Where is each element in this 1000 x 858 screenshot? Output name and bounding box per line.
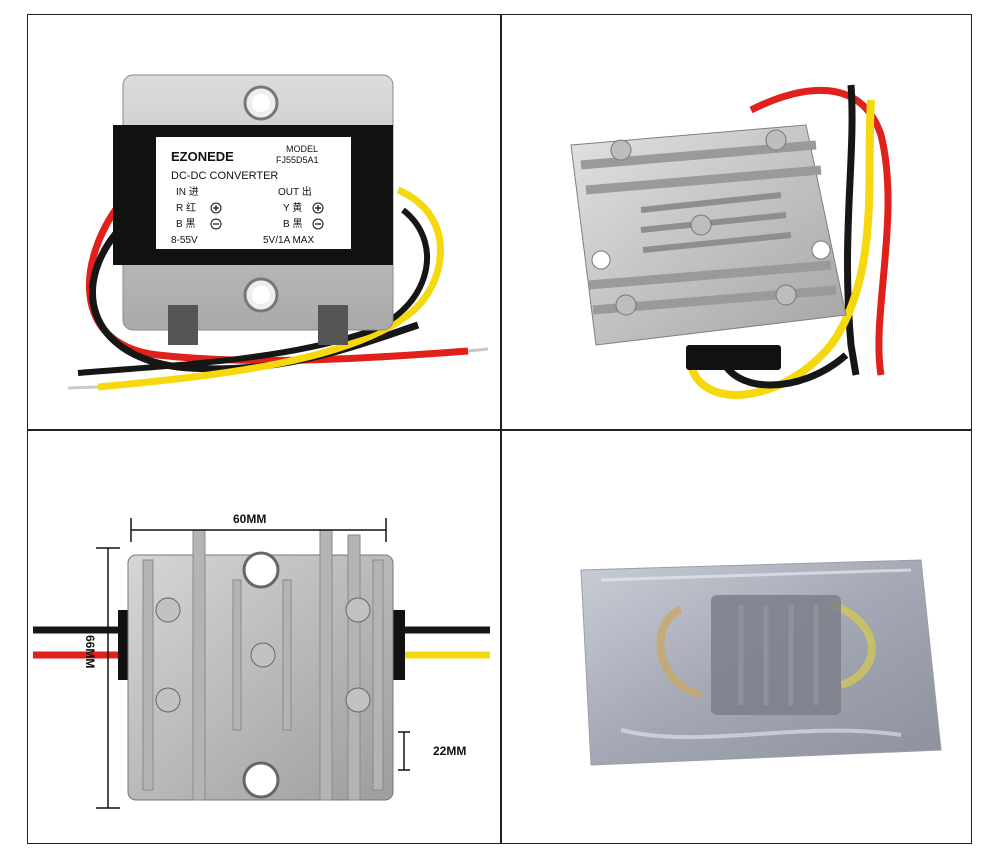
plus-icon <box>210 202 222 214</box>
plus-icon <box>312 202 324 214</box>
heatsink-fins <box>142 529 384 801</box>
input-range: 8-55V <box>171 235 198 246</box>
cable-grommet <box>686 345 781 370</box>
output-rating: 5V/1A MAX <box>263 235 314 246</box>
panel-packaged-view <box>501 430 973 845</box>
product-label <box>156 137 351 249</box>
input-positive: R 红 <box>176 201 196 214</box>
product-type: DC-DC CONVERTER <box>171 170 278 182</box>
grid-divider-horizontal <box>28 429 971 431</box>
panel-front-view: EZONEDE MODEL FJ55D5A1 DC-DC CONVERTER I… <box>28 15 500 429</box>
height-dimension-label: 66MM <box>83 635 97 668</box>
output-positive: Y 黄 <box>283 201 302 214</box>
model-label: MODEL <box>286 144 318 154</box>
width-dimension-label: 60MM <box>233 512 266 526</box>
minus-icon <box>210 218 222 230</box>
input-label: IN 进 <box>176 186 199 198</box>
output-negative: B 黑 <box>283 218 302 230</box>
output-label: OUT 出 <box>278 185 312 198</box>
packaged-converter <box>711 595 841 715</box>
minus-icon <box>312 218 324 230</box>
panel-dimension-view: 60MM 66MM 22MM <box>28 430 500 845</box>
image-grid: EZONEDE MODEL FJ55D5A1 DC-DC CONVERTER I… <box>27 14 972 844</box>
panel-angled-view <box>501 15 973 429</box>
depth-dimension-label: 22MM <box>433 744 466 758</box>
input-negative: B 黑 <box>176 218 195 230</box>
brand-text: EZONEDE <box>171 149 234 164</box>
model-number: FJ55D5A1 <box>276 155 319 165</box>
